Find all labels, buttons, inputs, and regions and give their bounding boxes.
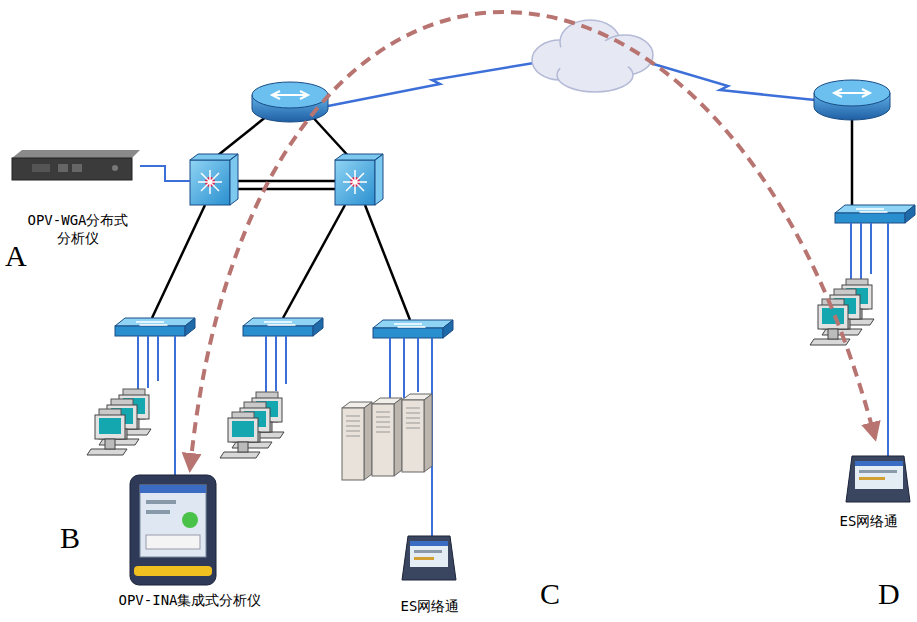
lan-link	[152, 112, 852, 320]
callout-letter: B	[60, 522, 80, 554]
access-switch	[243, 318, 323, 336]
pc-icon	[87, 409, 127, 455]
device-node: OPV-WGA分布式 分析仪	[8, 145, 148, 247]
access-switch	[115, 318, 195, 336]
router	[252, 82, 328, 122]
core-switch	[335, 154, 383, 205]
traffic-path	[190, 12, 875, 469]
server-icon	[402, 394, 432, 472]
access-switch	[835, 205, 915, 223]
lan-cable	[147, 336, 149, 388]
pc-icon	[220, 412, 260, 458]
wan-link	[640, 60, 815, 100]
cloud	[532, 20, 653, 92]
device-node: ES网络通	[825, 442, 913, 530]
lan-cable	[137, 336, 139, 395]
es-device	[402, 536, 456, 580]
device-label: ES网络通	[379, 597, 481, 615]
monitor-link	[140, 166, 190, 181]
router	[814, 80, 890, 120]
lan-cable	[157, 336, 159, 381]
lan-cable	[850, 223, 852, 288]
device-node: OPV-INA集成式分析仪	[82, 465, 298, 609]
lan-cable	[285, 336, 287, 384]
core-switch	[190, 154, 238, 205]
lan-cable	[860, 223, 862, 281]
device-label: ES网络通	[825, 512, 913, 530]
wan-link	[328, 62, 540, 106]
access-switch	[373, 320, 453, 338]
device-node: ES网络通	[379, 530, 481, 615]
server-icon	[342, 402, 372, 480]
callout-letter: A	[5, 240, 27, 272]
lan-cable	[403, 338, 405, 398]
ina-device	[130, 475, 216, 585]
lan-cable	[265, 336, 267, 398]
device-label: OPV-INA集成式分析仪	[82, 591, 298, 609]
es-device	[846, 456, 910, 502]
callout-letter: C	[540, 578, 560, 610]
lan-cable	[174, 336, 176, 475]
lan-cable	[870, 223, 872, 274]
callout-letter: D	[878, 578, 900, 610]
lan-cable	[275, 336, 277, 391]
lan-cable	[887, 223, 889, 458]
device-label: OPV-WGA分布式 分析仪	[20, 211, 136, 247]
lan-cable	[389, 338, 391, 405]
server-icon	[372, 398, 402, 476]
lan-cable	[417, 338, 419, 392]
wga-device	[12, 150, 140, 180]
